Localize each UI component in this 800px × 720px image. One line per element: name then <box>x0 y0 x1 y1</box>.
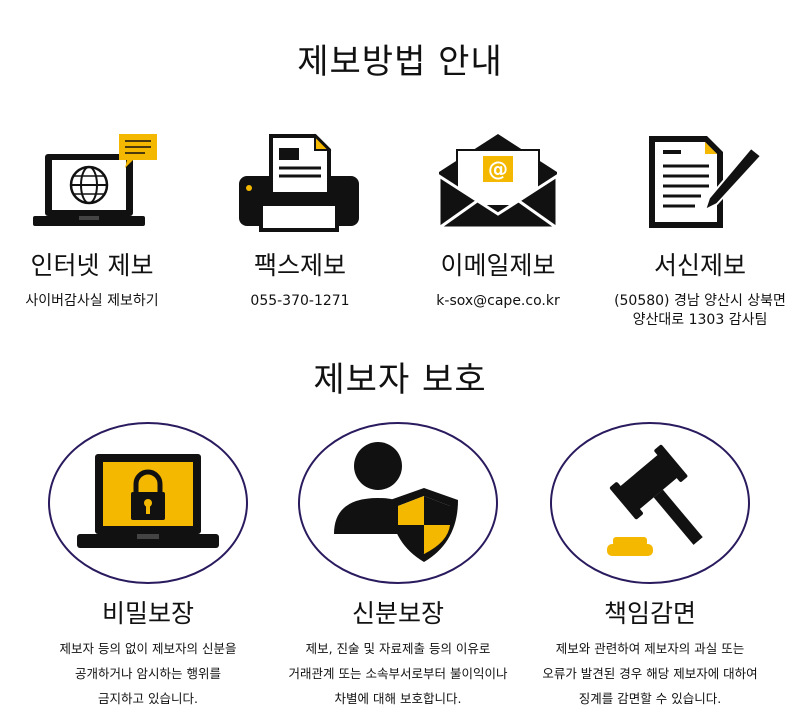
user-shield-icon <box>334 442 458 562</box>
letter-pen-icon <box>649 136 763 228</box>
method-internet-label: 인터넷 제보 <box>30 251 154 280</box>
desc-line: 거래관계 또는 소속부서로부터 불이익이나 <box>288 666 508 681</box>
email-address[interactable]: k-sox@cape.co.kr <box>436 293 560 309</box>
desc-line: 징계를 감면할 수 있습니다. <box>578 691 722 706</box>
circle-frame <box>550 422 750 584</box>
svg-text:@: @ <box>488 157 508 181</box>
method-letter-label: 서신제보 <box>653 251 746 280</box>
method-fax: 팩스제보 055-370-1271 <box>200 126 400 311</box>
email-icon: @ <box>437 134 559 230</box>
section-title-whistleblower-protection: 제보자 보호 <box>313 360 487 400</box>
laptop-lock-icon <box>77 454 219 548</box>
protection-identity: 신분보장 제보, 진술 및 자료제출 등의 이유로 거래관계 또는 소속부서로부… <box>268 422 528 711</box>
method-email-label: 이메일제보 <box>440 251 556 280</box>
circle-frame <box>298 422 498 584</box>
mail-address-line1: (50580) 경남 양산시 상북면 <box>614 293 786 309</box>
desc-line: 금지하고 있습니다. <box>98 691 198 706</box>
protection-liability-desc: 제보와 관련하여 제보자의 과실 또는 오류가 발견된 경우 해당 제보자에 대… <box>520 636 780 711</box>
protection-confidentiality-label: 비밀보장 <box>101 599 194 628</box>
protection-identity-label: 신분보장 <box>351 599 444 628</box>
method-email[interactable]: @ 이메일제보 k-sox@cape.co.kr <box>398 126 598 311</box>
protection-confidentiality: 비밀보장 제보자 등의 없이 제보자의 신분을 공개하거나 암시하는 행위를 금… <box>18 422 278 711</box>
desc-line: 공개하거나 암시하는 행위를 <box>75 666 221 681</box>
protection-liability-label: 책임감면 <box>603 599 696 628</box>
desc-line: 차별에 대해 보호합니다. <box>334 691 462 706</box>
protection-identity-desc: 제보, 진술 및 자료제출 등의 이유로 거래관계 또는 소속부서로부터 불이익… <box>268 636 528 711</box>
fax-icon <box>239 133 359 232</box>
desc-line: 오류가 발견된 경우 해당 제보자에 대하여 <box>542 666 758 681</box>
method-fax-label: 팩스제보 <box>253 251 346 280</box>
fax-number: 055-370-1271 <box>250 293 350 309</box>
laptop-globe-icon <box>33 134 157 226</box>
protection-confidentiality-desc: 제보자 등의 없이 제보자의 신분을 공개하거나 암시하는 행위를 금지하고 있… <box>18 636 278 711</box>
desc-line: 제보자 등의 없이 제보자의 신분을 <box>59 641 237 656</box>
desc-line: 제보와 관련하여 제보자의 과실 또는 <box>555 641 745 656</box>
method-internet[interactable]: 인터넷 제보 사이버감사실 제보하기 <box>0 126 192 311</box>
protection-liability: 책임감면 제보와 관련하여 제보자의 과실 또는 오류가 발견된 경우 해당 제… <box>520 422 780 711</box>
gavel-icon <box>607 444 703 556</box>
section-title-report-methods: 제보방법 안내 <box>297 42 503 82</box>
mail-address: (50580) 경남 양산시 상북면 양산대로 1303 감사팀 <box>590 292 800 330</box>
mail-address-line2: 양산대로 1303 감사팀 <box>632 312 768 328</box>
circle-frame <box>48 422 248 584</box>
cyber-audit-link[interactable]: 사이버감사실 제보하기 <box>25 293 159 309</box>
method-letter: 서신제보 (50580) 경남 양산시 상북면 양산대로 1303 감사팀 <box>590 126 800 330</box>
desc-line: 제보, 진술 및 자료제출 등의 이유로 <box>305 641 491 656</box>
